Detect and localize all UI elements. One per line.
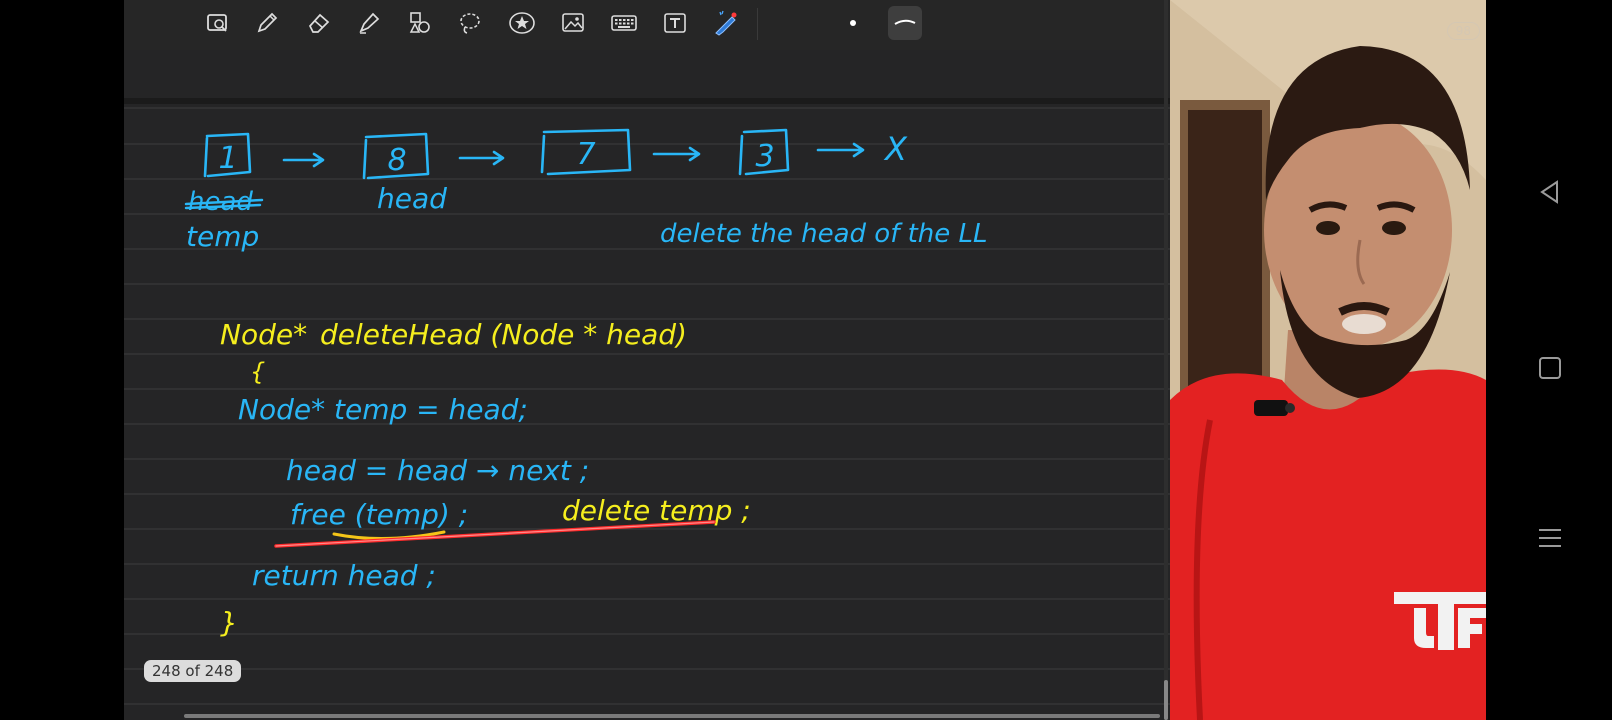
image-icon [562,13,584,32]
laser-pointer-icon [715,10,737,36]
node-box-2 [362,132,430,180]
return-head-line: return head ; [252,559,436,592]
strike-through-mark [184,198,264,210]
signature-function: deleteHead (Node * head) [320,318,687,351]
free-temp-line: free (temp) ; [290,498,468,531]
back-button[interactable] [1530,172,1570,212]
home-button[interactable] [1530,348,1570,388]
pen-icon [257,12,278,33]
recents-icon [1539,529,1561,547]
overlay-badge: 98 [1446,22,1480,40]
head-label: head [377,182,447,215]
laser-pointer-tool-button[interactable] [709,6,743,40]
temp-label: temp [186,220,259,253]
text-tool-button[interactable] [658,6,692,40]
node-box-3 [540,128,632,176]
page-counter: 248 of 248 [144,660,242,682]
temp-decl-type: Node* [238,393,325,426]
close-brace: } [220,606,238,639]
linked-list-values: 1 8 7 3 X [218,130,908,178]
dot-size-icon [850,20,856,26]
note-canvas[interactable]: 1 8 7 3 X head temp head delete the head… [124,104,1170,720]
node-value-1: 1 [218,141,237,176]
vertical-scrollbar[interactable] [1164,0,1168,720]
toolbar-separator [757,8,758,40]
keyboard-tool-button[interactable] [607,6,641,40]
arrow-1 [282,152,325,168]
pen-stroke-style-button[interactable] [888,6,922,40]
arrow-4 [816,142,865,158]
delete-temp-line: delete temp ; [562,494,751,527]
node-box-1 [203,132,252,178]
sticker-tool-button[interactable] [505,6,539,40]
stroke-style-icon [894,19,916,25]
shapes-icon [409,12,430,33]
node-value-2: 8 [387,143,406,178]
eraser-icon [308,13,330,33]
null-terminator: X [883,130,908,168]
red-underline-glow [275,521,715,547]
toolbar [124,0,1170,50]
pen-tool-button[interactable] [250,6,284,40]
presenter-video [1170,0,1486,720]
caption-text: delete the head of the LL [660,219,988,249]
ruled-lines [124,107,1170,705]
keyboard-icon [611,15,637,31]
linked-list-diagram [203,128,865,180]
node-box-4 [738,128,790,176]
eraser-tool-button[interactable] [301,6,335,40]
shirt-logo [1394,584,1486,650]
image-tool-button[interactable] [556,6,590,40]
star-sticker-icon [509,12,535,34]
recents-button[interactable] [1530,518,1570,558]
horizontal-scroll-indicator[interactable] [184,714,1160,718]
head-advance-line: head = head → next ; [286,454,589,487]
arrow-2 [458,150,505,166]
temp-decl-rest: temp = head; [334,393,528,426]
text-box-icon [664,13,686,33]
node-value-3: 7 [576,137,595,172]
open-brace: { [250,358,265,386]
shapes-tool-button[interactable] [403,6,437,40]
zoom-tool-button[interactable] [201,6,235,40]
lasso-tool-button[interactable] [453,6,487,40]
node-value-4: 3 [755,139,774,174]
back-icon [1540,180,1558,204]
notes-app: 1 8 7 3 X head temp head delete the head… [124,0,1170,720]
highlighter-icon [359,12,380,34]
home-icon [1539,357,1561,379]
webcam-overlay: 98 [1170,0,1486,720]
highlighter-tool-button[interactable] [352,6,386,40]
zoom-box-icon [207,14,227,32]
vertical-scrollbar-thumb[interactable] [1164,680,1168,720]
signature-return-type: Node* [220,318,307,351]
pen-dot-size-button[interactable] [836,6,870,40]
arrow-3 [652,146,701,162]
lasso-icon [460,13,480,34]
system-navigation-bar [1486,0,1612,720]
tuf-logo-icon [1394,592,1486,650]
page-separator [124,98,1170,104]
